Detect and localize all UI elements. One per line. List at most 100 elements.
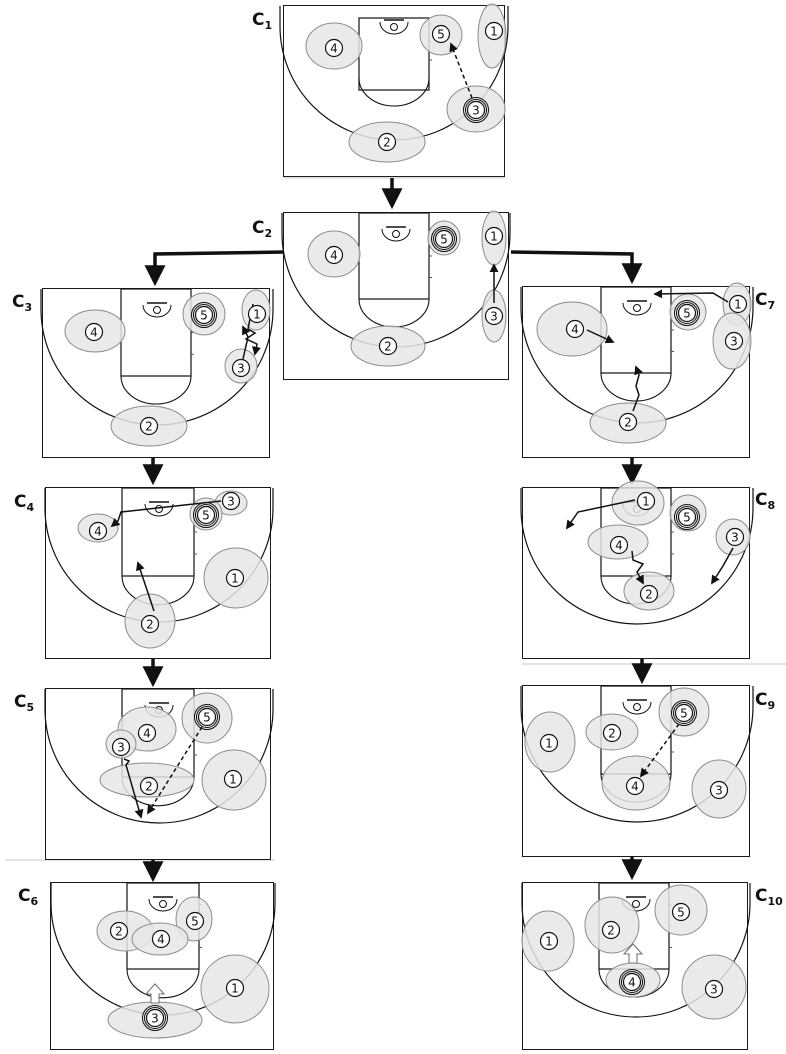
paint-lane xyxy=(358,212,430,300)
basket-rim xyxy=(155,505,163,513)
movement-arrow xyxy=(242,325,251,360)
player-marker xyxy=(197,707,217,727)
player-ring xyxy=(671,700,697,726)
player-ring xyxy=(676,302,698,324)
free-throw-arc xyxy=(358,77,430,107)
flow-arrow-branch-right xyxy=(510,250,643,285)
player-number: 3 xyxy=(472,104,480,118)
player-number: 4 xyxy=(157,933,165,947)
player-ring xyxy=(193,304,215,326)
player-ring xyxy=(673,702,695,724)
player-5: 5 xyxy=(674,300,700,326)
player-marker xyxy=(139,416,159,436)
player-5: 5 xyxy=(431,226,457,252)
player-4: 4 xyxy=(84,322,104,342)
player-number: 1 xyxy=(545,737,553,751)
player-marker xyxy=(725,527,745,547)
basket-rim xyxy=(633,703,641,711)
player-marker xyxy=(151,929,171,949)
player-3: 3 xyxy=(142,1005,168,1031)
player-marker xyxy=(185,911,205,931)
court-label-letter: C xyxy=(18,886,31,906)
player-marker xyxy=(225,568,245,588)
free-throw-arc xyxy=(358,298,430,328)
court-label-index: 8 xyxy=(767,499,776,512)
restricted-arc xyxy=(144,503,174,517)
player-2: 2 xyxy=(378,336,398,356)
court-label: C3 xyxy=(12,294,32,314)
court-label-index: 6 xyxy=(30,895,39,908)
player-marker xyxy=(636,491,656,511)
player-number: 1 xyxy=(490,25,498,39)
player-ring xyxy=(196,706,218,728)
player-number: 4 xyxy=(628,976,636,990)
court-label-letter: C xyxy=(252,10,265,30)
player-4: 4 xyxy=(619,969,645,995)
player-marker xyxy=(671,902,691,922)
court-label-letter: C xyxy=(755,490,768,510)
player-4: 4 xyxy=(151,929,171,949)
player-number: 4 xyxy=(330,249,338,263)
restricted-arc xyxy=(148,898,178,912)
player-5: 5 xyxy=(431,24,451,44)
flow-arrow-branch-left xyxy=(144,250,286,287)
movement-arrow xyxy=(565,499,636,530)
basket-rim xyxy=(153,306,161,314)
player-number: 5 xyxy=(677,906,685,920)
player-marker xyxy=(539,931,559,951)
court-label-letter: C xyxy=(14,492,27,512)
player-marker xyxy=(84,322,104,342)
court-label: C2 xyxy=(252,220,272,240)
free-throw-arc xyxy=(126,968,200,999)
player-marker xyxy=(145,1008,165,1028)
player-marker xyxy=(434,229,454,249)
player-ring xyxy=(674,504,700,530)
player-number: 3 xyxy=(730,335,738,349)
player-4: 4 xyxy=(609,535,629,555)
player-number: 2 xyxy=(115,925,123,939)
player-number: 5 xyxy=(202,509,210,523)
pass-arrow xyxy=(449,42,473,99)
player-number: 3 xyxy=(490,310,498,324)
player-marker xyxy=(677,507,697,527)
movement-arrow xyxy=(653,289,729,303)
player-marker xyxy=(602,723,622,743)
player-3: 3 xyxy=(484,306,504,326)
court-label-letter: C xyxy=(755,886,768,906)
court-label: C5 xyxy=(14,694,34,714)
player-ring xyxy=(676,506,698,528)
court-label-index: 10 xyxy=(767,895,783,908)
player-2: 2 xyxy=(139,776,159,796)
player-ring xyxy=(621,971,643,993)
player-number: 2 xyxy=(624,416,632,430)
court-drawing: 1 2 5 4 3 xyxy=(521,882,751,1020)
player-number: 3 xyxy=(710,983,718,997)
player-number: 3 xyxy=(731,531,739,545)
paint-lane xyxy=(121,487,195,577)
court-label-letter: C xyxy=(755,690,768,710)
player-ring xyxy=(463,97,489,123)
player-marker xyxy=(539,733,559,753)
player-marker xyxy=(704,979,724,999)
player-2: 2 xyxy=(601,920,621,940)
court-label-letter: C xyxy=(755,290,768,310)
player-1: 1 xyxy=(539,931,559,951)
player-marker xyxy=(609,535,629,555)
player-4: 4 xyxy=(324,245,344,265)
player-marker xyxy=(111,737,131,757)
player-5: 5 xyxy=(674,504,700,530)
player-3: 3 xyxy=(724,331,744,351)
movement-arrow xyxy=(110,500,222,528)
court-label-index: 9 xyxy=(767,699,776,712)
basket-rim xyxy=(633,304,641,312)
court-label: C4 xyxy=(14,492,34,514)
